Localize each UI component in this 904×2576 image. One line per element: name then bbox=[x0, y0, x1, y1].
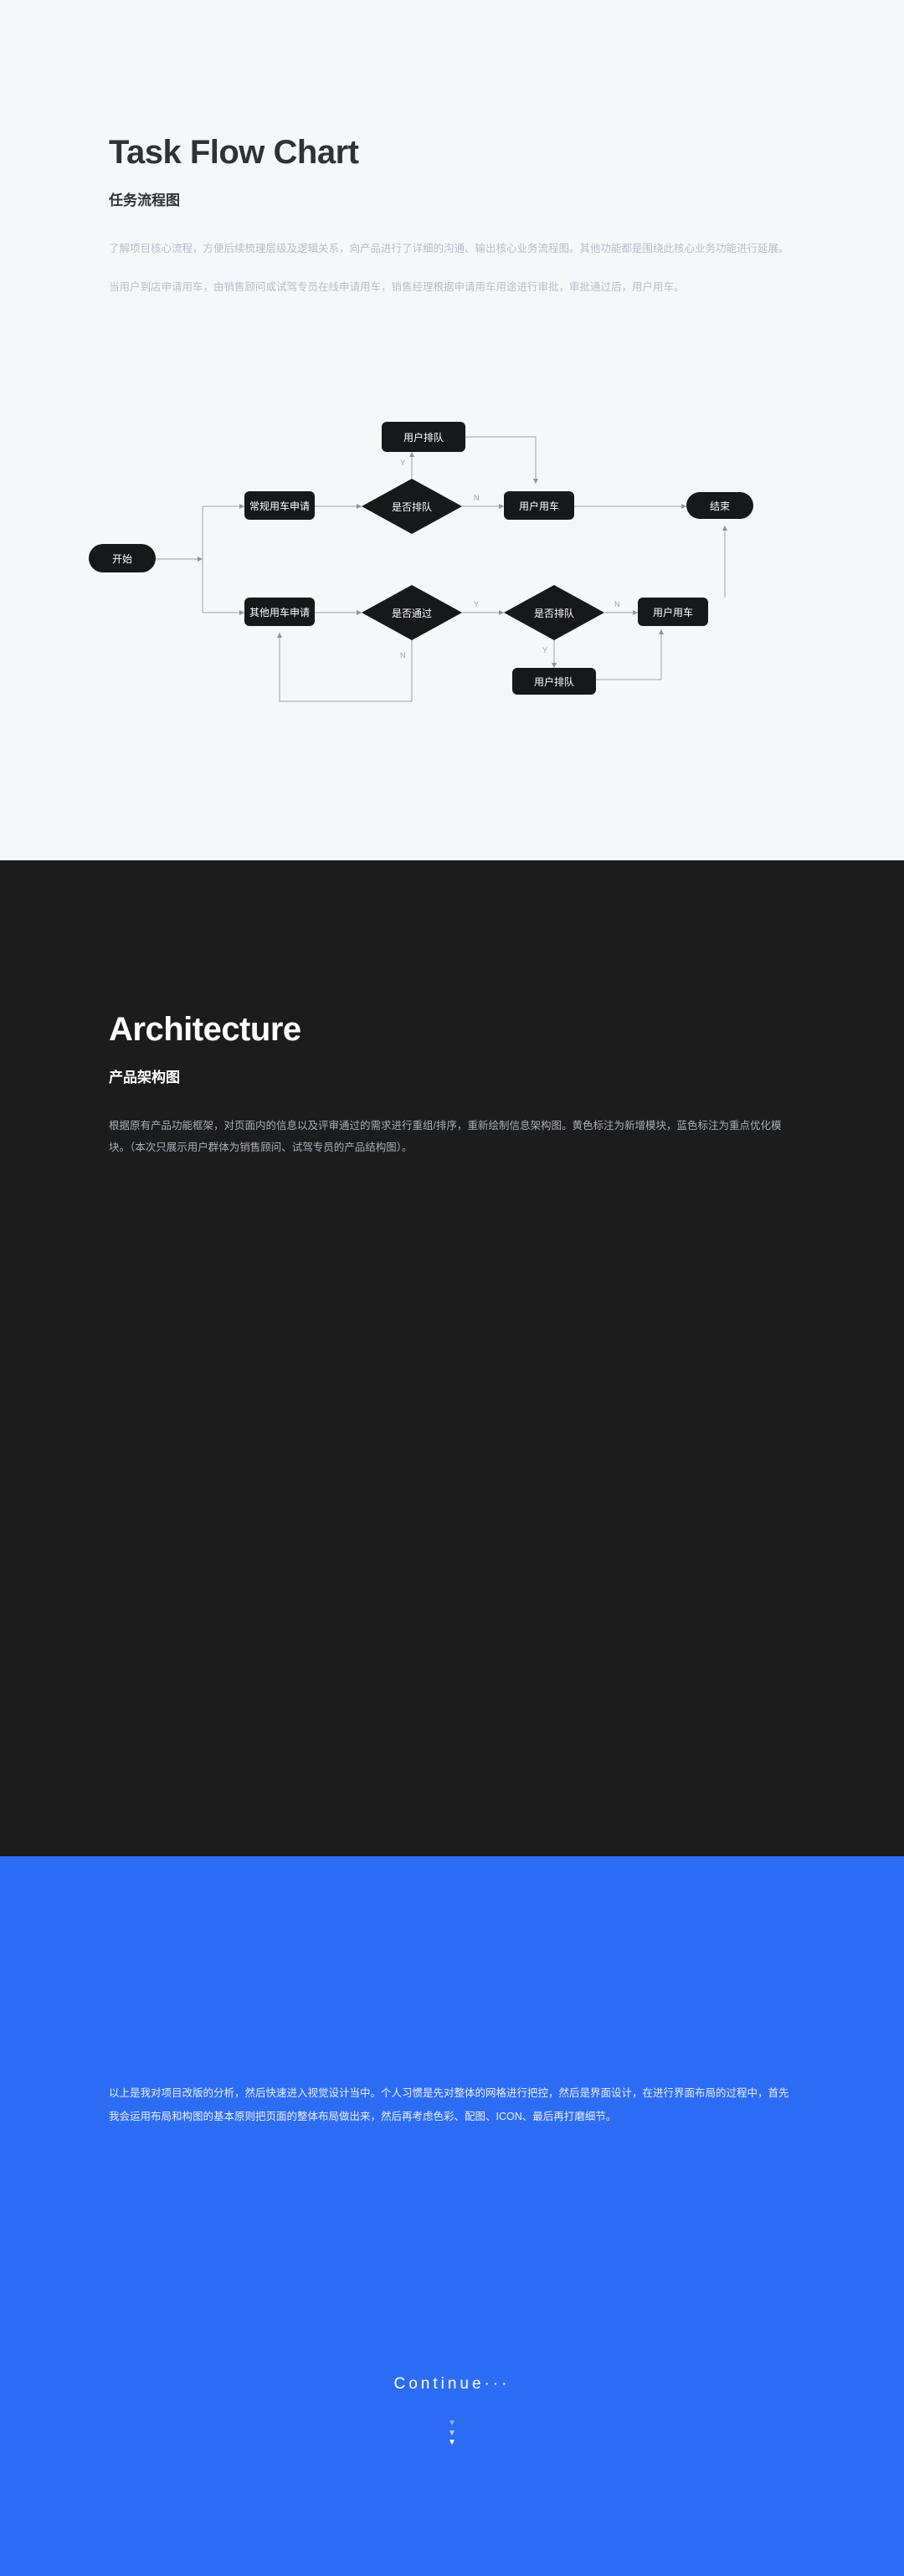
arch-paragraph: 根据原有产品功能框架，对页面内的信息以及评审通过的需求进行重组/排序，重新绘制信… bbox=[109, 1120, 782, 1154]
arch-subtitle: 产品架构图 bbox=[109, 1070, 180, 1085]
scroll-down-arrows[interactable]: ▼ ▼ ▼ bbox=[0, 2419, 904, 2448]
chevron-down-icon-1: ▼ bbox=[448, 2419, 456, 2428]
flow-decision-queue-2: 是否排队 bbox=[504, 585, 604, 640]
flow-decision-pass: 是否通过 bbox=[362, 585, 462, 640]
arch-text-block: Architecture 产品架构图 根据原有产品功能框架，对页面内的信息以及评… bbox=[0, 860, 904, 1159]
flow-edge-label-n3: N bbox=[614, 600, 620, 608]
flow-node-use-car-1: 用户用车 bbox=[504, 491, 574, 520]
flow-connectors bbox=[156, 436, 727, 702]
flow-node-other-apply: 其他用车申请 bbox=[244, 598, 315, 626]
closing-paragraph: 以上是我对项目改版的分析，然后快速进入视觉设计当中。个人习惯是先对整体的网格进行… bbox=[109, 2087, 789, 2122]
flow-node-normal-apply: 常规用车申请 bbox=[244, 491, 315, 520]
flow-edge-label-y1: Y bbox=[400, 459, 406, 467]
flow-node-end: 结束 bbox=[686, 492, 753, 519]
flow-node-queue-bottom: 用户排队 bbox=[512, 668, 596, 695]
flow-diagram: 开始 常规用车申请 其他用车申请 用户排队 是否排队 是否通过 是否排队 用户用… bbox=[0, 385, 904, 736]
flow-edge-label-y3: Y bbox=[542, 646, 548, 654]
flow-decision-queue-1: 是否排队 bbox=[362, 479, 462, 534]
continue-section: 以上是我对项目改版的分析，然后快速进入视觉设计当中。个人习惯是先对整体的网格进行… bbox=[0, 1856, 904, 2576]
flow-text-block: Task Flow Chart 任务流程图 了解项目核心流程，方便后续梳理层级及… bbox=[0, 0, 904, 299]
chevron-down-icon-2: ▼ bbox=[448, 2428, 456, 2438]
flow-node-use-car-2: 用户用车 bbox=[638, 598, 708, 626]
page-title: Task Flow Chart bbox=[109, 134, 359, 171]
task-flow-section: Task Flow Chart 任务流程图 了解项目核心流程，方便后续梳理层级及… bbox=[0, 0, 904, 860]
architecture-section: Architecture 产品架构图 根据原有产品功能框架，对页面内的信息以及评… bbox=[0, 860, 904, 1856]
flow-edge-label-n1: N bbox=[474, 494, 480, 502]
flow-node-start: 开始 bbox=[89, 544, 156, 572]
flow-paragraph-2: 当用户到店申请用车，由销售顾问或试驾专员在线申请用车，销售经理根据申请用车用途进… bbox=[109, 281, 685, 294]
flow-edge-label-y2: Y bbox=[474, 600, 480, 608]
flow-node-queue-top: 用户排队 bbox=[382, 422, 465, 452]
flow-edge-label-n2: N bbox=[400, 651, 406, 659]
page-subtitle: 任务流程图 bbox=[109, 192, 180, 208]
chevron-down-icon-3: ▼ bbox=[448, 2438, 456, 2447]
arch-title: Architecture bbox=[109, 1011, 301, 1048]
continue-label: Continue··· bbox=[393, 2375, 511, 2393]
flow-paragraph-1: 了解项目核心流程，方便后续梳理层级及逻辑关系，向产品进行了详细的沟通、输出核心业… bbox=[109, 243, 789, 254]
